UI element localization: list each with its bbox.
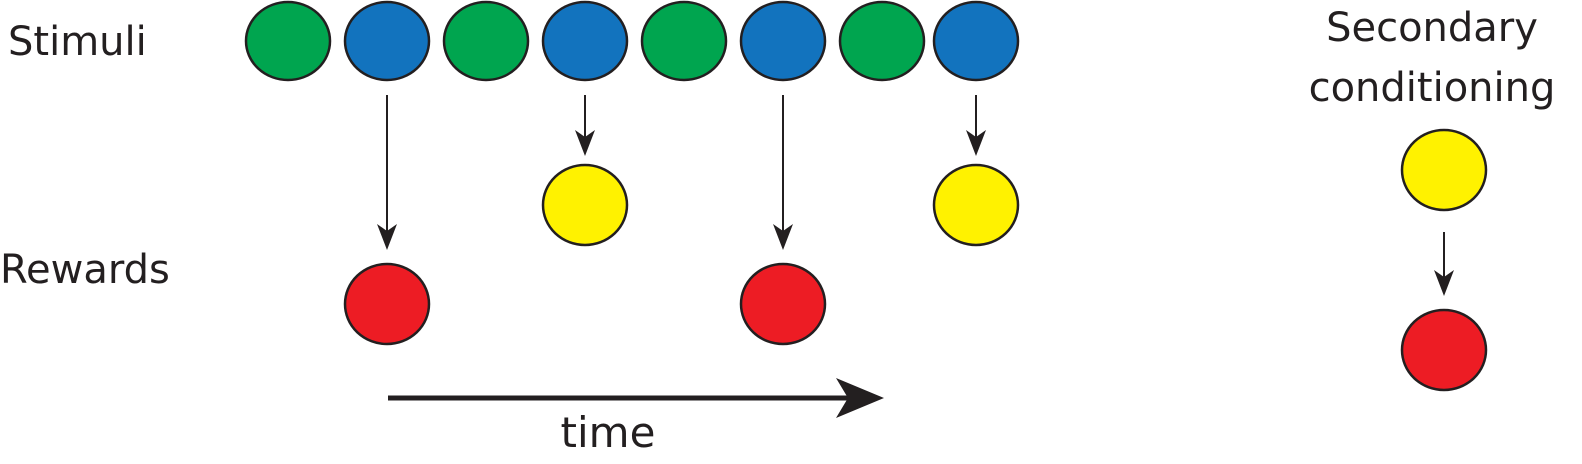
stimulus-3-green-circle — [442, 0, 530, 82]
time-label: time — [561, 408, 656, 457]
secondary-arrow-4 — [966, 95, 986, 156]
arrow-head — [966, 130, 986, 156]
arrow-head — [773, 224, 793, 250]
reward-3-circle — [739, 262, 827, 346]
reward-arrow-1 — [377, 95, 397, 250]
time-arrow — [388, 378, 884, 418]
secondary-conditioning-title-line2: conditioning — [1309, 65, 1556, 111]
stimulus-8-blue-circle — [932, 0, 1020, 82]
secondary-arrow-2 — [575, 95, 595, 156]
secondary-cue-2-circle — [541, 163, 629, 247]
example-reward-circle — [1400, 308, 1488, 392]
stimulus-6-blue-circle — [739, 0, 827, 82]
arrow-head — [377, 224, 397, 250]
reward-1-circle — [343, 262, 431, 346]
stimulus-2-blue-circle — [343, 0, 431, 82]
secondary-cue-4-circle — [932, 163, 1020, 247]
rewards-label: Rewards — [0, 247, 170, 293]
outcomes-layer — [343, 95, 1020, 346]
stimulus-7-green-circle — [838, 0, 926, 82]
reward-arrow-3 — [773, 95, 793, 250]
secondary-conditioning-example — [1400, 128, 1488, 392]
arrow-head — [1434, 270, 1454, 296]
stimulus-5-green-circle — [640, 0, 728, 82]
stimulus-1-green-circle — [244, 0, 332, 82]
stimuli-row — [244, 0, 1020, 82]
stimuli-label: Stimuli — [8, 19, 147, 65]
secondary-conditioning-title-line1: Secondary — [1326, 5, 1538, 51]
example-cue-circle — [1400, 128, 1488, 212]
stimulus-4-blue-circle — [541, 0, 629, 82]
example-arrow — [1434, 232, 1454, 296]
arrow-head — [575, 130, 595, 156]
